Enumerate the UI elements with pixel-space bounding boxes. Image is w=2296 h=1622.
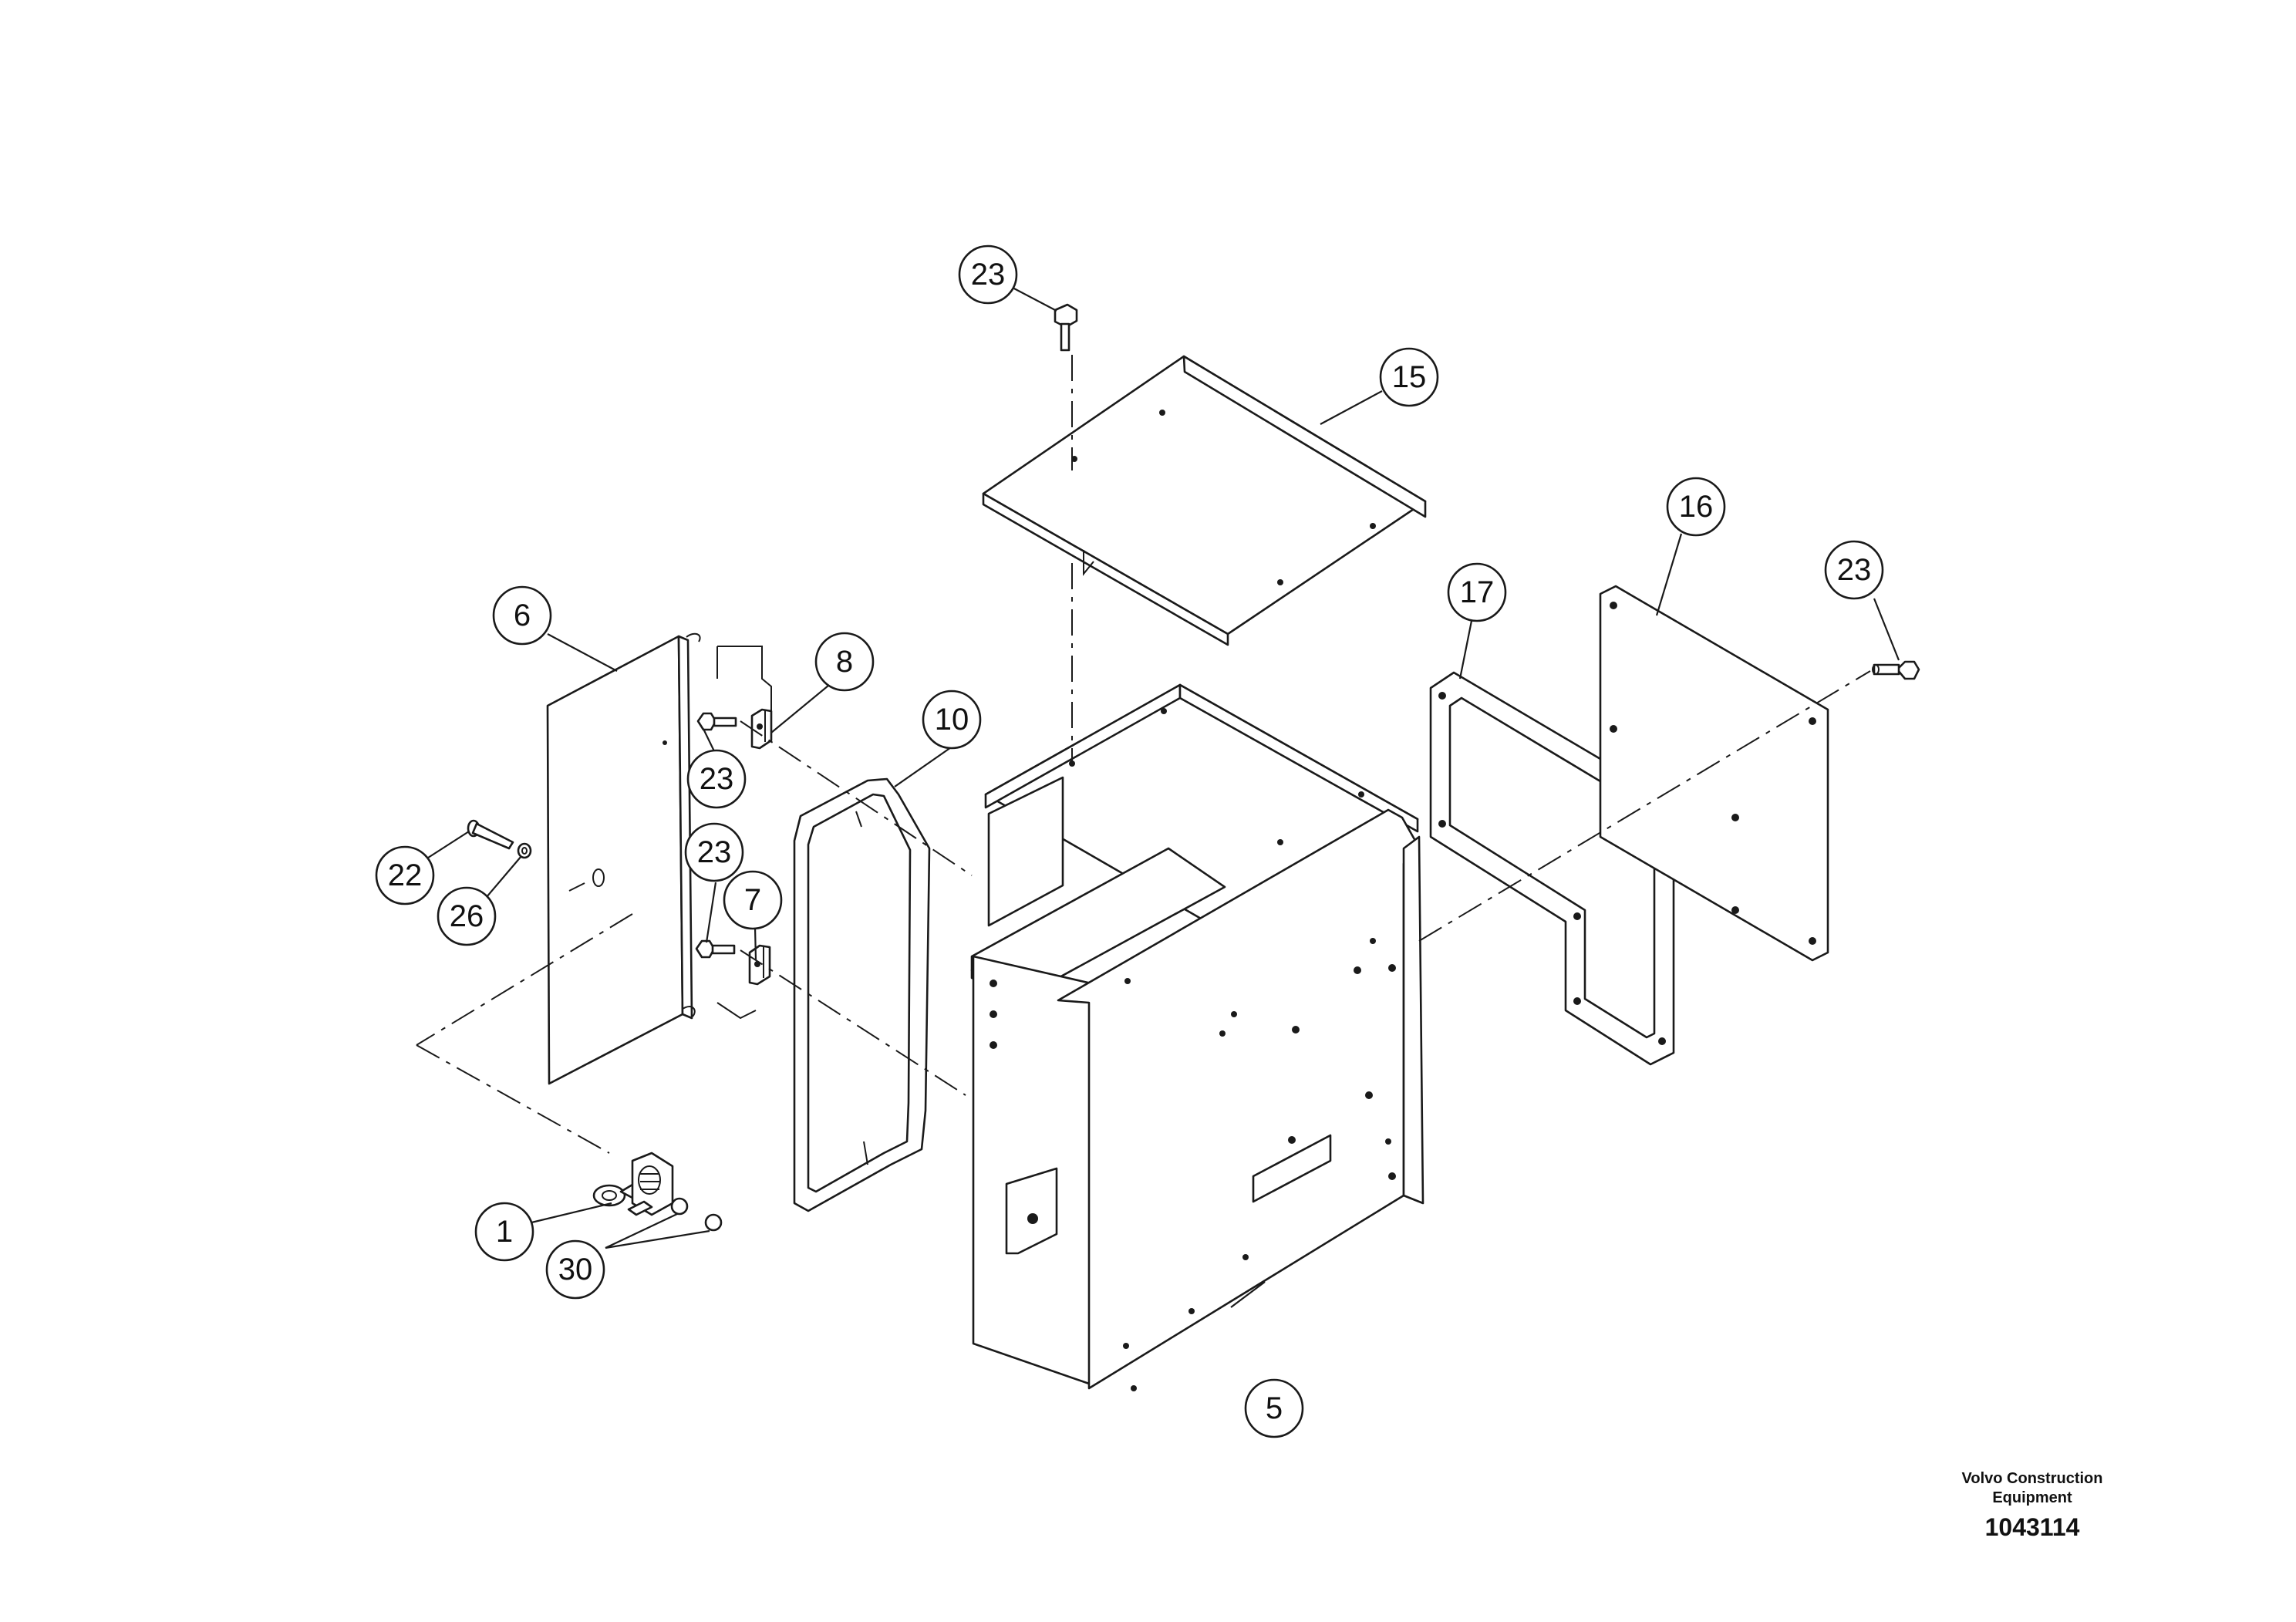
callout-6: 6 xyxy=(492,585,552,646)
part-22-screw xyxy=(467,819,514,850)
callout-label: 7 xyxy=(744,883,761,917)
callout-label: 23 xyxy=(700,762,734,796)
callout-22: 22 xyxy=(375,845,435,905)
part-7-lower-hinge xyxy=(748,944,771,986)
manufacturer-line-2: Equipment xyxy=(1992,1489,2072,1506)
part-1-latch xyxy=(592,1152,674,1216)
callout-1: 1 xyxy=(474,1202,534,1262)
callout-label: 5 xyxy=(1266,1391,1283,1425)
callout-label: 15 xyxy=(1392,360,1427,394)
callout-label: 23 xyxy=(697,835,732,869)
callout-label: 17 xyxy=(1460,575,1495,609)
assembly-lines xyxy=(416,355,1871,1154)
manufacturer-label: Volvo Construction Equipment xyxy=(1913,1469,2152,1508)
callout-8: 8 xyxy=(814,632,875,692)
bolt-23-top xyxy=(1054,303,1078,352)
callout-26: 26 xyxy=(437,886,497,946)
callout-label: 8 xyxy=(836,645,853,679)
part-30-nuts xyxy=(670,1197,723,1232)
callout-23-top: 23 xyxy=(958,244,1018,305)
callout-label: 16 xyxy=(1679,490,1714,524)
part-6-door-panel xyxy=(546,632,701,1085)
callout-16: 16 xyxy=(1666,477,1726,537)
callout-label: 10 xyxy=(935,703,969,737)
part-5-box-housing xyxy=(970,683,1424,1391)
part-8-upper-hinge xyxy=(750,708,773,750)
callout-label: 30 xyxy=(558,1253,593,1286)
callout-label: 26 xyxy=(450,899,484,933)
callout-23-right: 23 xyxy=(1824,540,1884,600)
leader-lines xyxy=(425,286,1900,1308)
callout-5: 5 xyxy=(1244,1378,1304,1438)
callout-label: 23 xyxy=(971,258,1006,292)
callout-label: 22 xyxy=(388,858,423,892)
bolt-23-upper-hinge xyxy=(696,712,737,731)
part-10-door-seal xyxy=(793,777,931,1212)
callout-15: 15 xyxy=(1379,347,1439,407)
bolt-23-lower-hinge xyxy=(695,939,736,959)
callout-10: 10 xyxy=(922,690,982,750)
part-16-side-plate xyxy=(1599,585,1829,962)
callout-label: 23 xyxy=(1837,553,1872,587)
part-26-washer xyxy=(517,842,532,859)
callout-label: 1 xyxy=(496,1215,513,1249)
bolt-23-right xyxy=(1872,660,1920,680)
callout-23-mid-b: 23 xyxy=(684,822,744,882)
callout-30: 30 xyxy=(545,1239,605,1300)
part-15-top-cover xyxy=(982,355,1427,646)
callout-7: 7 xyxy=(723,870,783,930)
callout-label: 6 xyxy=(514,599,531,632)
manufacturer-line-1: Volvo Construction xyxy=(1961,1470,2103,1487)
callout-23-mid-a: 23 xyxy=(686,749,747,809)
callout-17: 17 xyxy=(1447,562,1507,622)
drawing-number: 1043114 xyxy=(1984,1513,2080,1541)
